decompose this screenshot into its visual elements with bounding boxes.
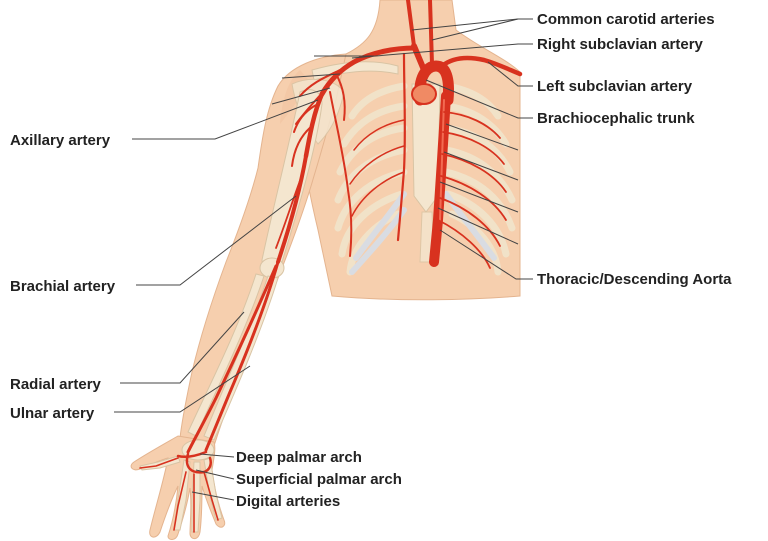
unlabeled-leader-7	[271, 87, 331, 105]
label-brachial-artery: Brachial artery	[10, 278, 116, 295]
circumflex-branches	[291, 103, 319, 167]
labels: Common carotid arteries Right subclavian…	[10, 11, 732, 510]
label-right-subclavian-artery: Right subclavian artery	[537, 36, 704, 53]
arteries	[139, 0, 523, 533]
right-common-carotid	[406, 0, 416, 48]
right-subclavian-vessel	[319, 45, 417, 97]
unlabeled-leader-6	[281, 73, 341, 79]
label-superficial-palmar-arch: Superficial palmar arch	[236, 471, 402, 488]
label-axillary-artery: Axillary artery	[10, 132, 111, 149]
label-common-carotid-arteries: Common carotid arteries	[537, 11, 715, 28]
leader-lines	[114, 18, 533, 501]
digital-vessels	[139, 457, 219, 533]
internal-thoracic	[396, 52, 406, 242]
unlabeled-leader-2	[443, 151, 519, 181]
deep-palmar-arch-vessel	[176, 450, 208, 459]
left-subclavian-vessel	[439, 55, 523, 77]
brachiocephalic-trunk-vessel	[411, 43, 427, 73]
label-digital-arteries: Digital arteries	[236, 493, 340, 510]
torso	[295, 0, 521, 301]
unlabeled-leader-1	[445, 123, 519, 151]
label-thoracic-descending-aorta: Thoracic/Descending Aorta	[537, 271, 732, 288]
radial-vessel	[204, 260, 280, 452]
aortic-root	[411, 83, 437, 105]
intercostal-arteries	[349, 111, 507, 269]
label-radial-artery: Radial artery	[10, 376, 102, 393]
axillary-vessel	[303, 91, 325, 159]
unlabeled-leader-3	[439, 181, 519, 213]
left-common-carotid	[428, 0, 434, 66]
hand	[130, 435, 226, 540]
unlabeled-leader-4	[437, 207, 519, 245]
brachial-vessel	[276, 154, 308, 264]
label-deep-palmar-arch: Deep palmar arch	[236, 449, 362, 466]
label-left-subclavian-artery: Left subclavian artery	[537, 78, 693, 95]
profunda-brachii	[275, 169, 305, 249]
label-ulnar-artery: Ulnar artery	[10, 405, 95, 422]
lateral-thoracic	[329, 91, 353, 257]
label-brachiocephalic-trunk: Brachiocephalic trunk	[537, 110, 695, 127]
